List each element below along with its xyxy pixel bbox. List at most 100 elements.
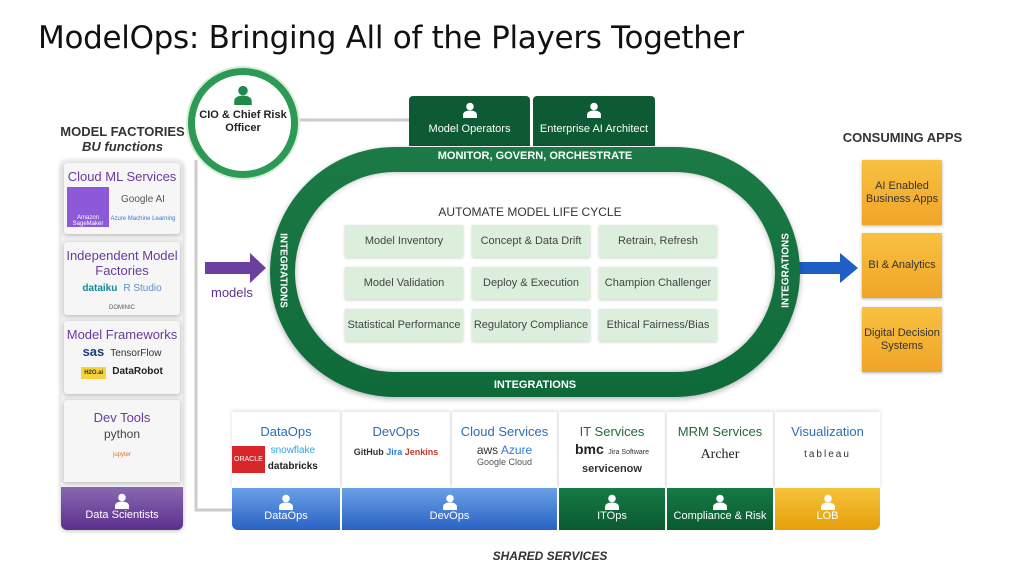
person-icon	[114, 493, 130, 509]
service-title: MRM Services	[677, 424, 763, 439]
snowflake-logo: snowflake	[270, 445, 316, 456]
service-visualization: Visualization tableau	[775, 412, 880, 488]
lifecycle-step: Regulatory Compliance	[472, 309, 590, 341]
jupyter-logo: jupyter	[112, 452, 131, 458]
role-label: DevOps	[429, 510, 470, 522]
cloud-ml-services-card: Cloud ML Services Amazon SageMaker Googl…	[64, 163, 180, 234]
dominic-logo: DOMINIC	[109, 305, 135, 311]
compliance-risk-role: Compliance & Risk	[667, 488, 773, 530]
model-factories-header: MODEL FACTORIES	[60, 124, 185, 139]
lifecycle-step: Deploy & Execution	[472, 267, 590, 299]
role-label: DataOps	[264, 510, 308, 522]
jira-logo: Jira	[386, 447, 403, 457]
role-label: Model Operators	[428, 123, 511, 135]
apps-arrow	[798, 253, 858, 283]
python-logo: python	[103, 427, 141, 441]
itops-role: ITOps	[559, 488, 665, 530]
lifecycle-step: Ethical Fairness/Bias	[599, 309, 717, 341]
dataiku-logo: dataiku	[82, 283, 118, 294]
service-title: Visualization	[791, 424, 864, 439]
page-title: ModelOps: Bringing All of the Players To…	[38, 20, 744, 56]
datarobot-logo: DataRobot	[112, 366, 163, 377]
service-title: Cloud Services	[460, 424, 549, 439]
person-icon	[462, 102, 478, 118]
track-bottom-label: INTEGRATIONS	[493, 379, 577, 391]
person-icon	[278, 494, 294, 510]
lifecycle-step: Statistical Performance	[345, 309, 463, 341]
servicenow-logo: servicenow	[582, 463, 642, 475]
service-devops: DevOps GitHub Jira Jenkins	[342, 412, 450, 488]
track-top-label: MONITOR, GOVERN, ORCHESTRATE	[437, 150, 633, 162]
service-mrm: MRM Services Archer	[667, 412, 773, 488]
service-cloud: Cloud Services aws Azure Google Cloud	[452, 412, 557, 488]
person-icon	[604, 494, 620, 510]
shared-services-label: SHARED SERVICES	[492, 549, 608, 563]
lifecycle-step: Model Inventory	[345, 225, 463, 257]
lifecycle-step: Model Validation	[345, 267, 463, 299]
azure-ml-logo: Azure Machine Learning	[110, 216, 176, 222]
lifecycle-step: Retrain, Refresh	[599, 225, 717, 257]
consuming-app: BI & Analytics	[862, 233, 942, 298]
devops-role: DevOps	[342, 488, 557, 530]
models-label: models	[211, 285, 253, 300]
lifecycle-step: Champion Challenger	[599, 267, 717, 299]
model-factories-panel: Cloud ML Services Amazon SageMaker Googl…	[61, 160, 183, 530]
databricks-logo: databricks	[267, 461, 318, 472]
service-dataops: DataOps ORACLE snowflake databricks	[232, 412, 340, 488]
service-title: DataOps	[260, 424, 312, 439]
lob-role: LOB	[775, 488, 880, 530]
jenkins-logo: Jenkins	[404, 447, 439, 457]
tableau-logo: tableau	[804, 449, 851, 460]
card-title: Dev Tools	[93, 410, 151, 425]
person-icon	[442, 494, 458, 510]
jira-software-logo: Jira Software	[608, 449, 650, 456]
lifecycle-step: Concept & Data Drift	[472, 225, 590, 257]
cio-circle: CIO & Chief Risk Officer	[188, 68, 298, 178]
role-label: ITOps	[597, 510, 627, 522]
person-icon	[712, 494, 728, 510]
archer-logo: Archer	[700, 447, 740, 462]
github-logo: GitHub	[353, 447, 384, 457]
sas-logo: sas	[82, 344, 105, 359]
track-left-label: INTEGRATIONS	[277, 233, 289, 308]
dataops-role: DataOps	[232, 488, 340, 530]
role-label: Compliance & Risk	[673, 510, 767, 522]
consuming-apps-header: CONSUMING APPS	[842, 130, 963, 145]
person-icon	[233, 85, 253, 105]
role-label: Data Scientists	[85, 509, 159, 521]
lifecycle-title: AUTOMATE MODEL LIFE CYCLE	[438, 205, 622, 219]
card-title: Independent Model Factories	[66, 248, 178, 278]
service-title: DevOps	[372, 424, 420, 439]
cio-label: CIO & Chief Risk Officer	[199, 109, 287, 134]
aws-logo: aws	[476, 443, 499, 457]
sagemaker-logo: Amazon SageMaker	[67, 187, 109, 227]
service-it: IT Services bmc Jira Software servicenow	[559, 412, 665, 488]
data-scientists-role: Data Scientists	[61, 487, 183, 530]
lifecycle-grid: Model Inventory Concept & Data Drift Ret…	[345, 225, 717, 341]
card-title: Model Frameworks	[66, 327, 178, 342]
azure-logo: Azure	[500, 443, 533, 457]
h2o-logo: H2O.ai	[81, 367, 107, 379]
model-operators-role: Model Operators	[409, 96, 530, 146]
oracle-logo: ORACLE	[232, 445, 265, 473]
independent-model-factories-card: Independent Model Factories dataiku R Stu…	[64, 242, 180, 315]
role-label: Enterprise AI Architect	[539, 123, 649, 135]
tensorflow-logo: TensorFlow	[110, 348, 162, 359]
enterprise-ai-architect-role: Enterprise AI Architect	[533, 96, 655, 146]
person-icon	[820, 494, 836, 510]
google-cloud-logo: Google Cloud	[476, 457, 533, 467]
role-label: LOB	[816, 510, 839, 522]
service-title: IT Services	[579, 424, 645, 439]
google-ai-logo: Google AI	[121, 194, 165, 205]
models-arrow	[205, 253, 266, 283]
card-title: Cloud ML Services	[67, 169, 177, 184]
rstudio-logo: R Studio	[123, 283, 162, 294]
bu-functions-subheader: BU functions	[82, 139, 163, 154]
person-icon	[586, 102, 602, 118]
bmc-logo: bmc	[574, 441, 604, 457]
consuming-app: Digital Decision Systems	[862, 307, 942, 372]
track-right-label: INTEGRATIONS	[780, 233, 792, 308]
dev-tools-card: Dev Tools python jupyter	[64, 400, 180, 482]
